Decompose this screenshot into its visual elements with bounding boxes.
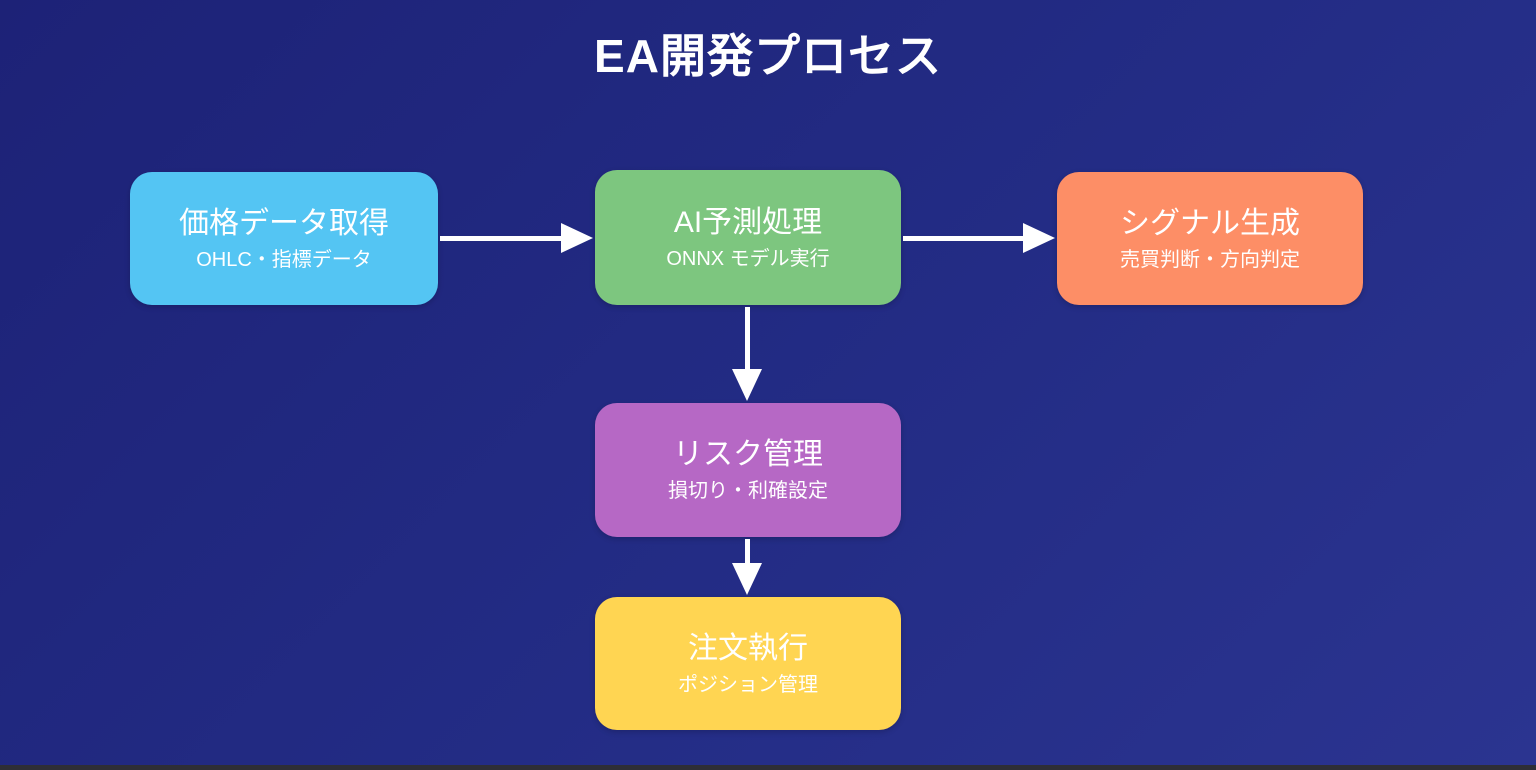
node-label: シグナル生成 bbox=[1120, 206, 1300, 240]
arrow-shaft bbox=[440, 236, 563, 241]
arrow-down-icon bbox=[732, 307, 762, 401]
node-sublabel: ポジション管理 bbox=[678, 673, 818, 696]
node-label: リスク管理 bbox=[673, 438, 823, 471]
page-title: EA開発プロセス bbox=[594, 30, 942, 82]
arrow-head-icon bbox=[732, 563, 762, 595]
node-sublabel: 損切り・利確設定 bbox=[668, 480, 828, 502]
arrow-right-icon bbox=[903, 223, 1055, 253]
node-ai-prediction: AI予測処理 ONNX モデル実行 bbox=[595, 170, 901, 305]
node-label: AI予測処理 bbox=[673, 205, 823, 239]
arrow-right-icon bbox=[440, 223, 593, 253]
node-label: 注文執行 bbox=[688, 631, 808, 665]
arrow-head-icon bbox=[1023, 223, 1055, 253]
arrow-head-icon bbox=[732, 369, 762, 401]
node-price-data-acquisition: 価格データ取得 OHLC・指標データ bbox=[130, 172, 438, 305]
node-sublabel: OHLC・指標データ bbox=[196, 248, 372, 271]
node-order-execution: 注文執行 ポジション管理 bbox=[595, 597, 901, 730]
node-signal-generation: シグナル生成 売買判断・方向判定 bbox=[1057, 172, 1363, 305]
node-sublabel: ONNX モデル実行 bbox=[666, 247, 830, 270]
node-sublabel: 売買判断・方向判定 bbox=[1120, 248, 1300, 271]
window-bottom-edge bbox=[0, 765, 1536, 770]
arrow-shaft bbox=[903, 236, 1025, 241]
node-label: 価格データ取得 bbox=[179, 206, 389, 240]
arrow-down-icon bbox=[732, 539, 762, 595]
arrow-shaft bbox=[745, 307, 750, 371]
arrow-head-icon bbox=[561, 223, 593, 253]
node-risk-management: リスク管理 損切り・利確設定 bbox=[595, 403, 901, 537]
arrow-shaft bbox=[745, 539, 750, 565]
